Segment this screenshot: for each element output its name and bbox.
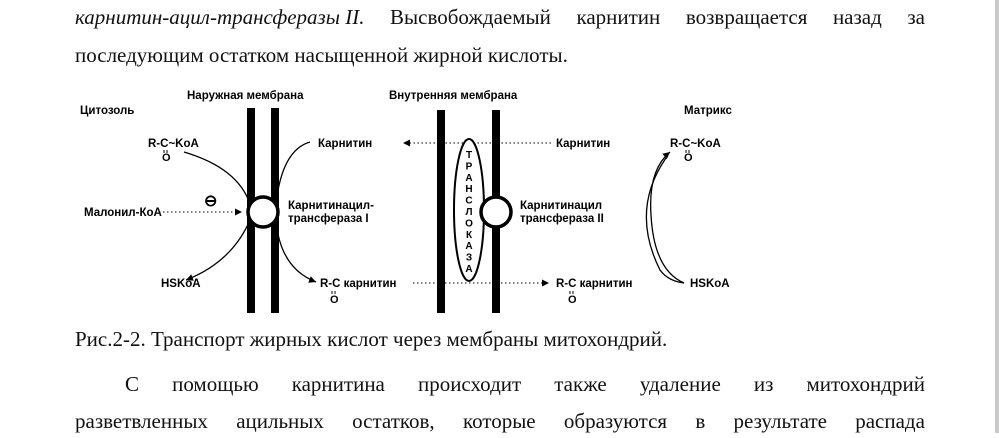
translocase-letter: Л xyxy=(465,207,472,218)
inhibit-minus-icon: ⊖ xyxy=(204,193,217,210)
word: в xyxy=(695,409,706,433)
translocase-letter: Н xyxy=(465,184,472,195)
cpt2-label-line2: трансфераза II xyxy=(520,213,604,225)
acylcarnitine-left-label: R-C карнитин xyxy=(320,278,397,290)
word: за xyxy=(907,5,925,29)
word: карнитина xyxy=(291,372,385,396)
acyl-coa-left: R-C~KoA xyxy=(148,138,199,150)
matrix-label: Матрикс xyxy=(684,105,732,117)
translocase-letter: К xyxy=(466,230,473,241)
word: ацильных xyxy=(236,409,324,433)
acyl-coa-right-oxo: O xyxy=(684,152,693,164)
inner-membrane-bar-left xyxy=(437,110,445,313)
carnitine-mid-label: Карнитин xyxy=(318,138,372,150)
translocase-letter: А xyxy=(465,173,472,184)
word: которые xyxy=(462,409,536,433)
word: помощью xyxy=(172,372,259,396)
translocase-letter: О xyxy=(465,218,473,229)
word: Высвобождаемый xyxy=(390,5,551,29)
figure-caption: Рис.2-2. Транспорт жирных кислот через м… xyxy=(75,327,668,351)
word: карнитин xyxy=(576,5,661,29)
acylcarnitine-right-oxo: O xyxy=(568,294,577,306)
word: из xyxy=(753,372,774,396)
translocase-letter: З xyxy=(466,253,472,264)
word: результате xyxy=(733,409,827,433)
acylcarnitine-left-oxo: O xyxy=(330,294,339,306)
italic-term: карнитин-ацил-трансферазы II. xyxy=(75,5,365,29)
cpt1-enzyme-circle xyxy=(246,195,280,229)
inner-membrane-label: Внутренняя мембрана xyxy=(389,90,518,102)
cpt2-label-line1: Карнитинацил xyxy=(520,200,602,212)
translocase-letter: Р xyxy=(466,161,473,172)
acylcarnitine-out-arc xyxy=(275,219,317,283)
outer-membrane-label: Наружная мембрана xyxy=(187,90,304,102)
word: остатков, xyxy=(352,409,435,433)
word: назад xyxy=(832,5,882,29)
word: также xyxy=(554,372,607,396)
cytosol-label: Цитозоль xyxy=(80,105,134,117)
translocase-letter: А xyxy=(465,241,472,252)
paragraph-line-1: карнитин-ацил-трансферазы II. Высвобожда… xyxy=(75,0,925,34)
word: С xyxy=(125,372,140,396)
word: возвращается xyxy=(685,5,808,29)
hskoa-left-label: HSKoA xyxy=(161,278,201,290)
word: образуются xyxy=(563,409,668,433)
acyl-coa-left-oxo: O xyxy=(162,152,171,164)
paragraph-line-4: С помощью карнитина происходит также уда… xyxy=(75,367,925,401)
hskoa-arc xyxy=(185,219,251,281)
acyl-coa-right: R-C~KoA xyxy=(670,138,721,150)
word: удаление xyxy=(639,372,721,396)
word: распада xyxy=(855,409,925,433)
matrix-right-arc xyxy=(649,151,685,284)
cpt1-label-line2: трансфераза I xyxy=(288,213,369,225)
translocase-letter: Т xyxy=(466,150,472,161)
translocase-letter: А xyxy=(465,264,472,275)
word: разветвленных xyxy=(75,409,208,433)
carnitine-right-label: Карнитин xyxy=(556,138,610,150)
acyl-coa-arc xyxy=(183,151,251,205)
acylcarnitine-right-label: R-C карнитин xyxy=(556,278,633,290)
hskoa-right-label: HSKoA xyxy=(690,278,730,290)
word: митохондрий xyxy=(806,372,925,396)
word: происходит xyxy=(417,372,522,396)
paragraph-line-5: разветвленных ацильных остатков, которые… xyxy=(75,404,925,438)
paragraph-line-2: последующим остатком насыщенной жирной к… xyxy=(75,43,568,67)
translocase-letter: С xyxy=(465,196,472,207)
cpt1-label-line1: Карнитинацил- xyxy=(288,200,374,212)
page-right-border xyxy=(995,0,999,433)
cpt2-enzyme-circle xyxy=(479,195,513,229)
carnitine-in-arc xyxy=(275,141,311,205)
malonyl-coa-label: Малонил-КоА xyxy=(84,207,162,219)
